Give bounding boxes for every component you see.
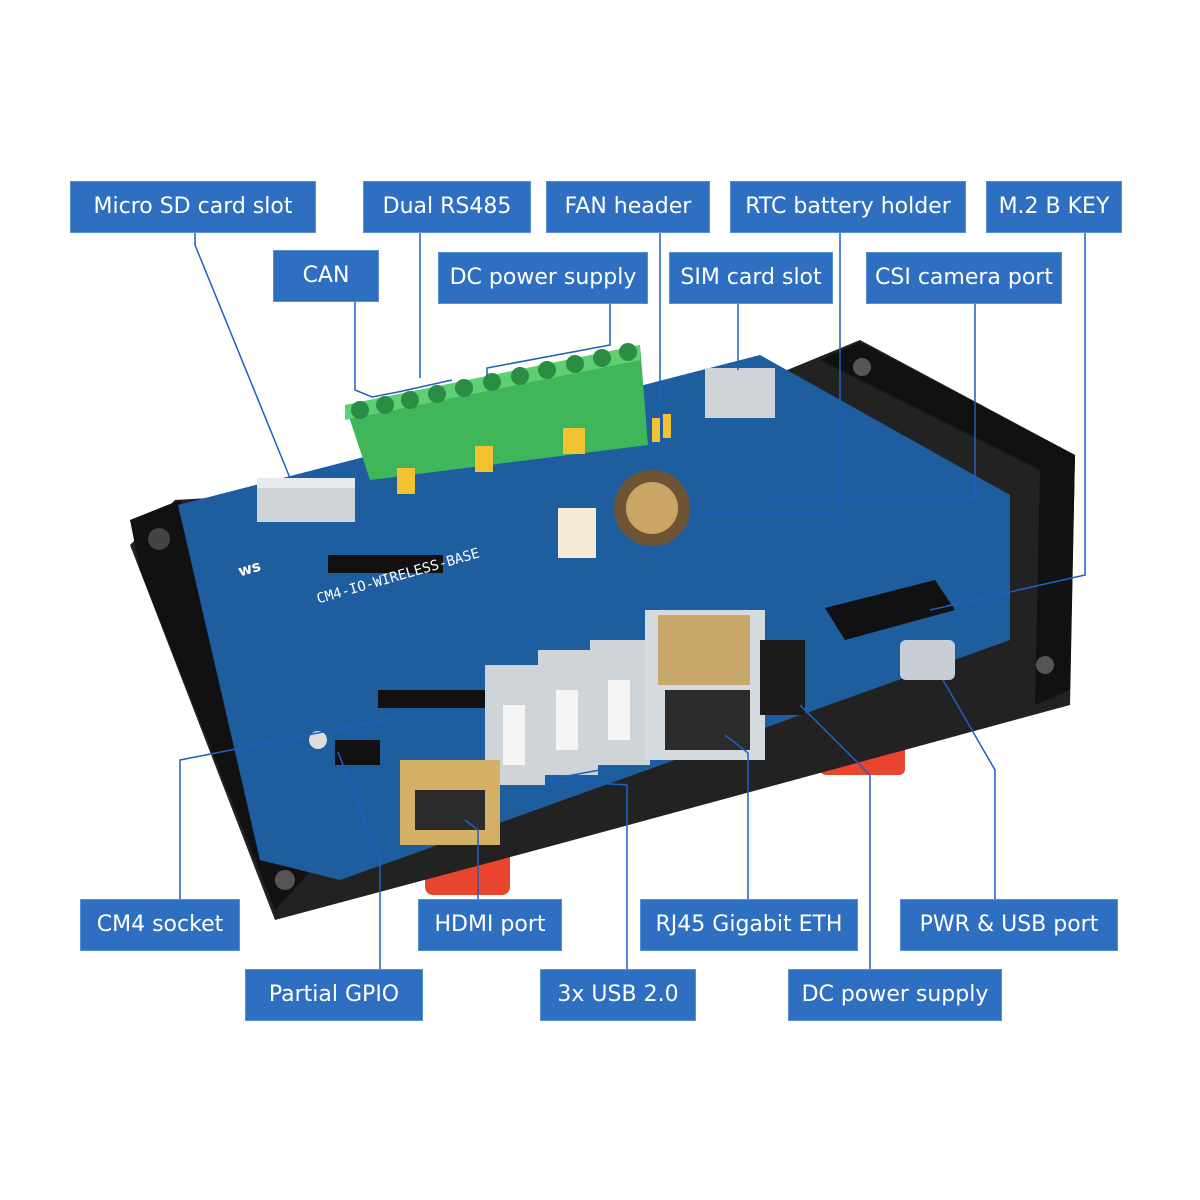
cm4-connector	[378, 690, 503, 708]
cm4-socket-label: CM4 socket	[80, 899, 240, 951]
usb-2-label: 3x USB 2.0	[540, 969, 696, 1021]
pcb-board	[178, 355, 1010, 880]
sd-card-slot	[257, 478, 355, 522]
fan-header-text: FAN header	[564, 194, 692, 219]
dual-rs485-label: Dual RS485	[363, 181, 531, 233]
fan-connector	[558, 508, 596, 558]
partial-gpio-text: Partial GPIO	[268, 982, 400, 1007]
dc-power-supply-bottom-label: DC power supply	[788, 969, 1002, 1021]
usb-2-text: 3x USB 2.0	[557, 982, 679, 1007]
rtc-battery-holder-label: RTC battery holder	[730, 181, 966, 233]
usb-stack	[485, 640, 650, 785]
pwr-usb-port-text: PWR & USB port	[919, 912, 1099, 937]
usb-c-port	[900, 640, 955, 680]
rj45-gigabit-eth-label: RJ45 Gigabit ETH	[640, 899, 858, 951]
dc-power-supply-top-text: DC power supply	[449, 265, 637, 290]
rj45-jack	[645, 610, 765, 760]
rj45-gigabit-eth-text: RJ45 Gigabit ETH	[655, 912, 843, 937]
csi-camera-port-text: CSI camera port	[875, 265, 1053, 290]
m2-b-key-text: M.2 B KEY	[998, 194, 1110, 219]
terminal-screws	[351, 343, 637, 419]
jumpers	[397, 414, 671, 494]
cm4-socket-text: CM4 socket	[96, 912, 224, 937]
csi-connector	[328, 555, 443, 573]
sim-card-slot	[705, 368, 775, 418]
m2-b-key-label: M.2 B KEY	[986, 181, 1122, 233]
hdmi-port-text: HDMI port	[434, 912, 546, 937]
m2-slot	[825, 580, 955, 640]
partial-gpio-label: Partial GPIO	[245, 969, 423, 1021]
rtc-battery-holder	[614, 470, 690, 546]
gpio-header	[309, 731, 380, 765]
micro-sd-card-slot-text: Micro SD card slot	[93, 194, 293, 219]
dc-power-supply-top-label: DC power supply	[438, 252, 648, 304]
leader-lines	[179, 232, 1086, 970]
dc-power-supply-bottom-text: DC power supply	[801, 982, 989, 1007]
csi-camera-port-label: CSI camera port	[866, 252, 1062, 304]
sim-card-slot-label: SIM card slot	[669, 252, 833, 304]
rtc-battery-holder-text: RTC battery holder	[745, 194, 951, 219]
dc-barrel-jack	[760, 640, 805, 715]
fan-header-label: FAN header	[546, 181, 710, 233]
hdmi-port-label: HDMI port	[418, 899, 562, 951]
pwr-usb-port-label: PWR & USB port	[900, 899, 1118, 951]
can-text: CAN	[302, 263, 350, 288]
dual-rs485-text: Dual RS485	[382, 194, 512, 219]
can-label: CAN	[273, 250, 379, 302]
micro-sd-card-slot-label: Micro SD card slot	[70, 181, 316, 233]
hdmi-connector	[400, 760, 500, 845]
sim-card-slot-text: SIM card slot	[680, 265, 822, 290]
